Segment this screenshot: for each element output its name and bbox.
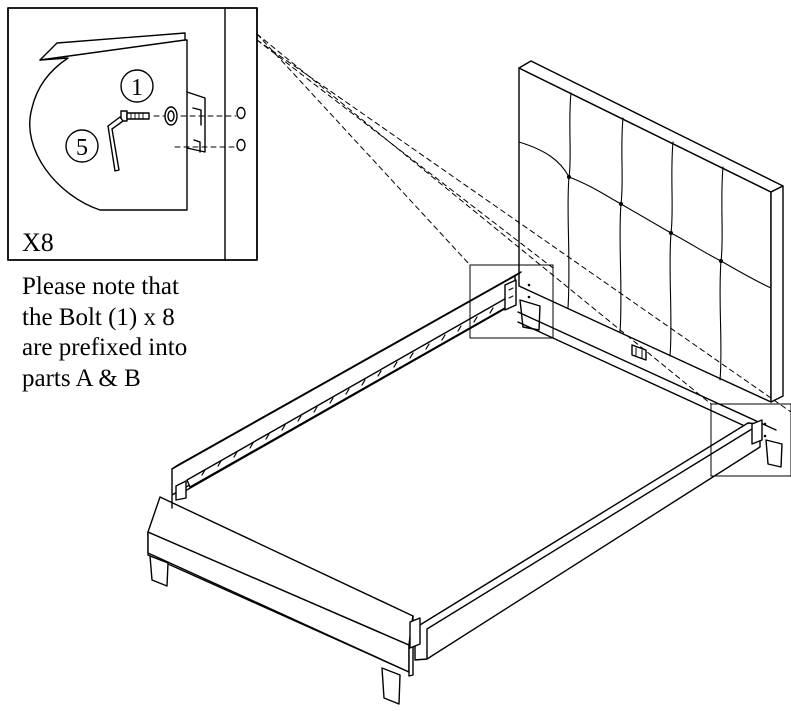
washer-icon	[164, 106, 178, 126]
note-line-1: Please note that	[22, 273, 179, 300]
callout-5-circle	[65, 129, 99, 163]
left-rail-bracket	[504, 279, 517, 311]
detail-bracket	[186, 91, 206, 153]
slat-clips-left	[201, 307, 494, 476]
tufting-buttons	[567, 175, 723, 263]
headboard-leg-right	[765, 439, 783, 468]
right-side-rail	[414, 422, 761, 661]
headboard-side-face	[770, 185, 784, 403]
detail-inset	[7, 7, 258, 261]
callout-box-left	[469, 264, 554, 339]
allen-key-icon	[107, 116, 124, 172]
note-line-2: the Bolt (1) x 8	[22, 303, 175, 331]
bolt-icon	[120, 110, 150, 122]
center-bracket	[631, 344, 647, 361]
detail-frame	[7, 7, 258, 261]
callout-1-label: 1	[131, 75, 143, 101]
headboard-leg-left	[519, 299, 541, 331]
quantity-label: X8	[22, 228, 54, 257]
detail-post-hole-upper	[236, 106, 246, 120]
detail-post-hole-lower	[236, 138, 246, 152]
headboard	[518, 60, 784, 468]
callout-5-label: 5	[76, 135, 88, 161]
detail-side-rail	[29, 32, 188, 211]
footboard-leg-right	[381, 667, 401, 705]
note-line-4: parts A & B	[22, 364, 141, 392]
bed-frame	[147, 271, 777, 705]
leader-lines	[256, 33, 791, 413]
callout-box-right	[710, 403, 791, 477]
footboard-leg-left	[149, 555, 169, 587]
right-rail-bracket	[751, 419, 763, 445]
footboard-bracket-left	[175, 480, 187, 501]
callout-1-circle	[120, 69, 154, 103]
assembly-note: Please note that the Bolt (1) x 8 are pr…	[22, 272, 272, 394]
footboard-bracket-right	[409, 617, 421, 649]
headboard-bottom-rail	[517, 311, 777, 434]
note-line-3: are prefixed into	[22, 334, 188, 361]
bolt-hole-markers	[527, 283, 767, 438]
